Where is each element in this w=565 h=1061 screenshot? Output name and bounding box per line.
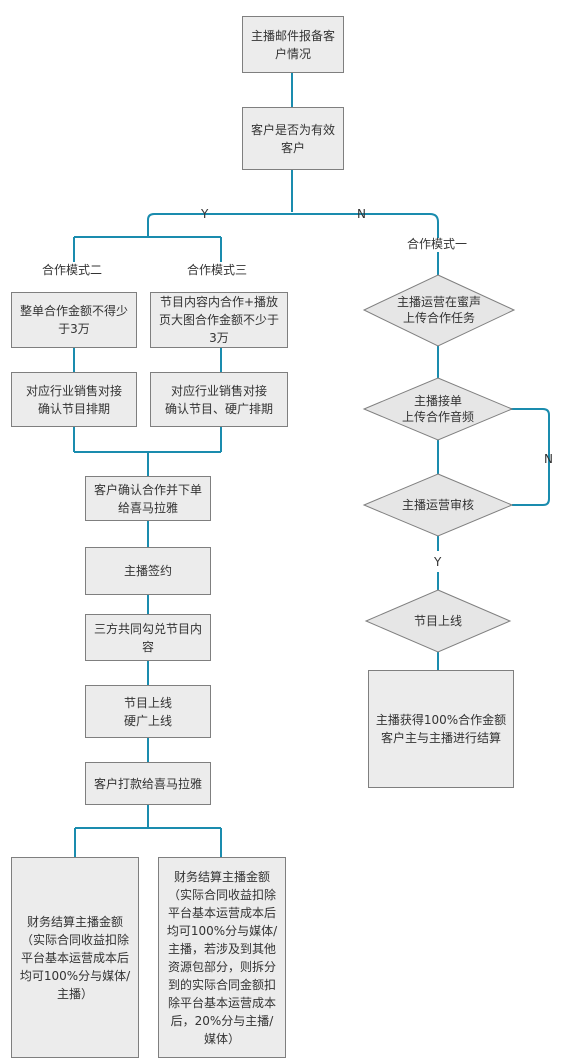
yes-label: Y	[201, 207, 209, 221]
connector-lines	[73, 73, 550, 857]
mode-two-title: 合作模式二	[42, 263, 103, 277]
mode-two-requirement-box: 整单合作金额不得少 于3万	[11, 292, 137, 348]
no-label: N	[357, 207, 366, 221]
customer-payment-box: 客户打款给喜马拉雅	[85, 762, 211, 805]
program-online-label: 节目上线	[413, 614, 462, 628]
diamond-accept-upload	[362, 377, 514, 441]
mode-three-requirement-box: 节目内容内合作+播放 页大图合作金额不少于 3万	[150, 292, 288, 348]
valid-customer-decision-box: 客户是否为有效 客户	[242, 107, 344, 170]
content-alignment-box: 三方共同勾兑节目内 容	[85, 614, 211, 661]
customer-order-box: 客户确认合作并下单 给喜马拉雅	[85, 476, 211, 521]
mode-three-title: 合作模式三	[187, 263, 248, 277]
mode-one-title: 合作模式一	[407, 237, 468, 251]
review-yes-label: Y	[434, 555, 442, 569]
program-ad-online-box: 节目上线 硬广上线	[85, 685, 211, 738]
diamond-program-online	[364, 589, 512, 653]
settlement-left-box: 财务结算主播金额 （实际合同收益扣除 平台基本运营成本后 均可100%分与媒体/…	[11, 857, 139, 1058]
accept-upload-label: 主播接单 上传合作音频	[401, 394, 474, 424]
review-no-label: N	[544, 452, 553, 466]
task-upload-label: 主播运营在蜜声 上传合作任务	[396, 295, 481, 325]
settlement-right-box: 财务结算主播金额 （实际合同收益扣除 平台基本运营成本后 均可100%分与媒体/…	[158, 857, 286, 1058]
mode-two-sales-confirm-box: 对应行业销售对接 确认节目排期	[11, 372, 137, 427]
diamond-task-upload	[362, 274, 516, 347]
diamond-review	[362, 473, 514, 537]
review-label: 主播运营审核	[401, 498, 474, 512]
anchor-sign-box: 主播签约	[85, 547, 211, 595]
decision-diamonds	[362, 274, 516, 653]
mode-three-sales-confirm-box: 对应行业销售对接 确认节目、硬广排期	[150, 372, 288, 427]
start-box: 主播邮件报备客 户情况	[242, 16, 344, 73]
mode-one-result-box: 主播获得100%合作金额 客户主与主播进行结算	[368, 670, 514, 788]
